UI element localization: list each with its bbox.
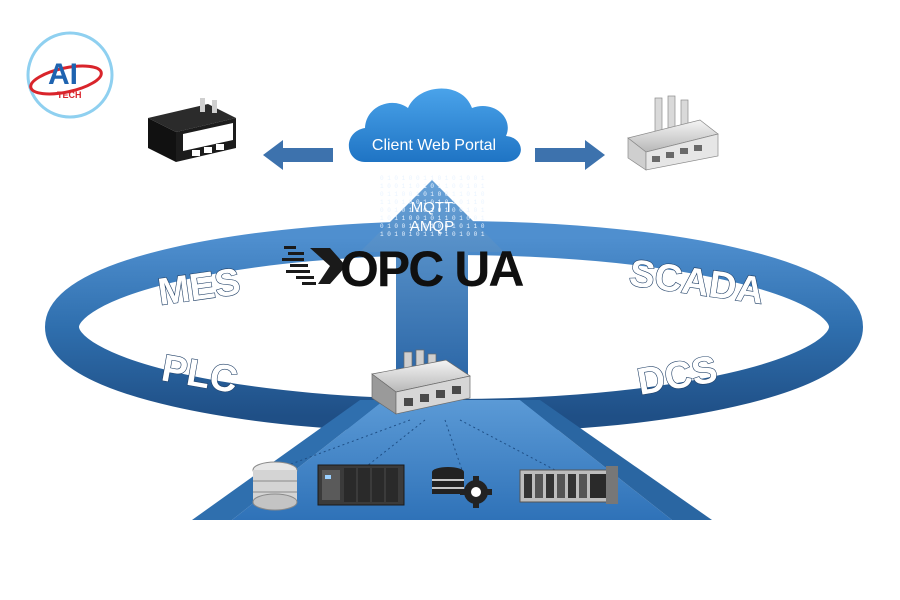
factory-right-icon — [627, 95, 719, 171]
upward-data-arrow — [360, 180, 504, 380]
svg-text:0 1 0 1 0 0 1 1 0 1 0 1 0 0 1: 0 1 0 1 0 0 1 1 0 1 0 1 0 0 1 — [380, 175, 485, 182]
binary-pattern: 0 1 0 1 0 0 1 1 0 1 0 1 0 0 1 1 0 0 1 1 … — [380, 175, 485, 238]
arrow-left — [263, 140, 333, 170]
svg-text:1 0 0 1 1 0 1 0 1 1 0 0 1 0 1: 1 0 0 1 1 0 1 0 1 1 0 0 1 0 1 — [380, 183, 485, 190]
opc-ua-logo: OPC UA — [282, 241, 525, 297]
opc-ua-label: OPC UA — [340, 241, 523, 297]
svg-text:0 0 1 0 1 1 0 1 0 1 0 0 1 0 1: 0 0 1 0 1 1 0 1 0 1 0 0 1 0 1 — [380, 207, 485, 214]
data-settings-icon — [432, 467, 492, 508]
factory-left-icon — [148, 98, 236, 162]
device-connectors — [274, 419, 556, 471]
plc-controller-icon — [317, 464, 405, 506]
central-factory-icon — [371, 349, 471, 415]
protocol-mqtt: MQTT — [411, 199, 454, 216]
arrow-right — [535, 140, 605, 170]
protocol-amqp: AMQP — [410, 218, 454, 235]
database-icon — [252, 461, 298, 511]
svg-text:1 0 1 1 0 0 1 0 1 1 0 1 0 0 1: 1 0 1 1 0 0 1 0 1 1 0 1 0 0 1 — [380, 215, 485, 222]
io-module-rack-icon — [519, 466, 618, 504]
logo-subtext: TECH — [57, 90, 82, 100]
client-web-portal-cloud: Client Web Portal — [348, 88, 521, 162]
svg-text:1 0 1 0 1 0 1 1 0 1 0 1 0 0 1: 1 0 1 0 1 0 1 1 0 1 0 1 0 0 1 — [380, 231, 485, 238]
logo-mark: AI — [48, 58, 78, 91]
svg-text:0 1 1 0 0 1 0 1 0 0 1 1 0 1 0: 0 1 1 0 0 1 0 1 0 0 1 1 0 1 0 — [380, 191, 485, 198]
cloud-label: Client Web Portal — [372, 137, 496, 154]
svg-text:0 1 0 0 1 1 0 1 0 0 1 0 1 1 0: 0 1 0 0 1 1 0 1 0 0 1 0 1 1 0 — [380, 223, 485, 230]
ai-tech-logo: AI TECH — [26, 31, 114, 119]
opc-ua-swoosh-icon — [282, 246, 346, 285]
svg-text:1 1 0 1 0 0 1 0 1 0 1 0 1 1 0: 1 1 0 1 0 0 1 0 1 0 1 0 1 1 0 — [380, 199, 485, 206]
